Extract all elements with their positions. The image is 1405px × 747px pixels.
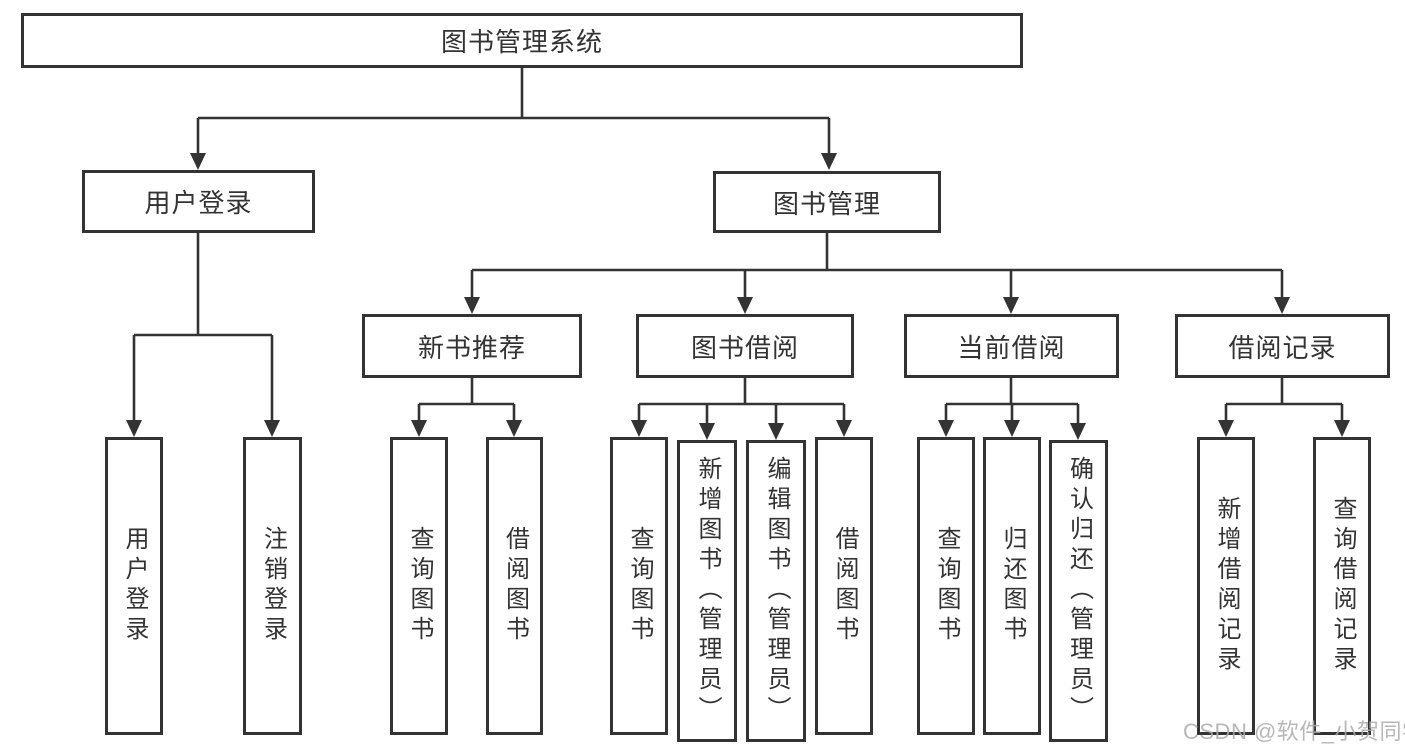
node-label: 借阅图书 [831,526,858,646]
node-label: 图书管理系统 [440,27,603,57]
node-label: 查询借阅记录 [1329,496,1356,676]
leaf-return-book: 归还图书 [983,437,1041,735]
node-label: 借阅图书 [501,526,529,646]
leaf-query-borrow-record: 查询借阅记录 [1313,437,1371,735]
node-label: 图书管理 [772,188,881,219]
node-label: 查询图书 [626,526,653,646]
node-label: 借阅记录 [1228,332,1337,363]
node-label: 归还图书 [999,526,1026,646]
leaf-confirm-return-admin: 确认归还（管理员） [1049,440,1108,742]
node-root-system: 图书管理系统 [21,13,1023,68]
leaf-query-books-borrow: 查询图书 [610,437,668,735]
node-label: 用户登录 [144,188,253,218]
leaf-query-books-recommend: 查询图书 [390,437,448,735]
leaf-add-book-admin: 新增图书（管理员） [677,440,737,742]
node-label: 新书推荐 [417,332,526,363]
node-label: 新增借阅记录 [1213,496,1240,676]
leaf-borrow-books: 借阅图书 [815,437,873,735]
node-book-borrow: 图书借阅 [636,314,854,378]
node-new-book-recommend: 新书推荐 [362,314,582,378]
node-label: 注销登录 [259,526,287,646]
leaf-add-borrow-record: 新增借阅记录 [1197,437,1255,735]
leaf-logout: 注销登录 [243,437,302,735]
node-book-management: 图书管理 [713,171,941,233]
node-label: 编辑图书（管理员） [763,456,790,726]
node-label: 用户登录 [121,526,148,646]
leaf-borrow-books-recommend: 借阅图书 [486,437,543,735]
leaf-user-login: 用户登录 [105,437,163,735]
node-label: 图书借阅 [690,332,799,363]
node-label: 确认归还（管理员） [1065,456,1093,726]
csdn-watermark: CSDN @软件_小贺同学 [1183,719,1405,744]
node-current-borrow: 当前借阅 [904,314,1119,378]
node-label: 当前借阅 [957,332,1066,363]
node-label: 查询图书 [933,526,960,646]
node-borrow-records: 借阅记录 [1175,314,1390,378]
leaf-edit-book-admin: 编辑图书（管理员） [746,440,806,742]
leaf-query-books-current: 查询图书 [917,437,975,735]
node-user-login: 用户登录 [82,170,315,233]
node-label: 新增图书（管理员） [694,456,721,726]
node-label: 查询图书 [406,526,433,646]
